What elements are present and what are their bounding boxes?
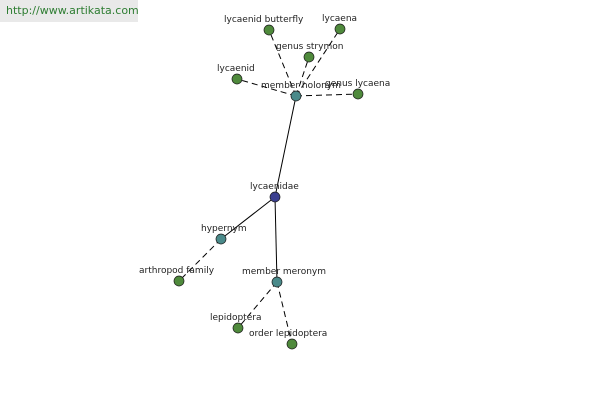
- node-label-arthropod-family[interactable]: arthropod family: [139, 266, 215, 276]
- edge-member-meronym-to-order-lepidoptera: [276, 281, 293, 345]
- node-label-genus-strymon[interactable]: genus strymon: [276, 42, 343, 52]
- node-label-member-meronym[interactable]: member meronym: [242, 267, 326, 277]
- edge-member-meronym-to-lepidoptera: [237, 281, 278, 329]
- node-label-lycaenid[interactable]: lycaenid: [217, 64, 255, 74]
- edge-lycaenidae-to-member-meronym: [274, 196, 278, 283]
- node-order-lepidoptera[interactable]: [286, 338, 298, 350]
- labels-layer: lycaenidae member holonym hypernym member m…: [139, 14, 390, 339]
- node-arthropod-family[interactable]: [173, 275, 185, 287]
- edge-member-holonym-to-lycaenid-butterfly: [268, 29, 297, 97]
- edges-layer: [178, 28, 359, 345]
- edge-member-holonym-to-lycaena: [295, 28, 341, 97]
- node-hypernym[interactable]: [215, 233, 227, 245]
- edge-lycaenidae-to-member-holonym: [274, 95, 297, 198]
- node-lycaenid-butterfly[interactable]: [263, 24, 275, 36]
- node-label-lepidoptera[interactable]: lepidoptera: [210, 313, 261, 323]
- node-lycaena[interactable]: [334, 23, 346, 35]
- edge-member-holonym-to-lycaenid: [236, 78, 297, 97]
- site-url-link[interactable]: http://www.artikata.com: [0, 0, 139, 22]
- node-label-lycaenid-butterfly[interactable]: lycaenid butterfly: [224, 15, 304, 25]
- node-member-meronym[interactable]: [271, 276, 283, 288]
- nodes-layer: [173, 23, 364, 350]
- node-lycaenidae[interactable]: [269, 191, 281, 203]
- node-genus-lycaena[interactable]: [352, 88, 364, 100]
- node-label-member-holonym[interactable]: member holonym: [261, 81, 341, 91]
- node-label-order-lepidoptera[interactable]: order lepidoptera: [249, 329, 327, 339]
- node-label-lycaenidae[interactable]: lycaenidae: [250, 182, 299, 192]
- node-label-lycaena[interactable]: lycaena: [322, 14, 357, 24]
- node-lepidoptera[interactable]: [232, 322, 244, 334]
- node-genus-strymon[interactable]: [303, 51, 315, 63]
- edge-member-holonym-to-genus-lycaena: [295, 93, 359, 97]
- node-member-holonym[interactable]: [290, 90, 302, 102]
- node-lycaenid[interactable]: [231, 73, 243, 85]
- edge-lycaenidae-to-hypernym: [220, 196, 276, 240]
- node-label-genus-lycaena[interactable]: genus lycaena: [325, 79, 390, 89]
- edge-member-holonym-to-genus-strymon: [295, 56, 310, 97]
- node-label-hypernym[interactable]: hypernym: [201, 224, 247, 234]
